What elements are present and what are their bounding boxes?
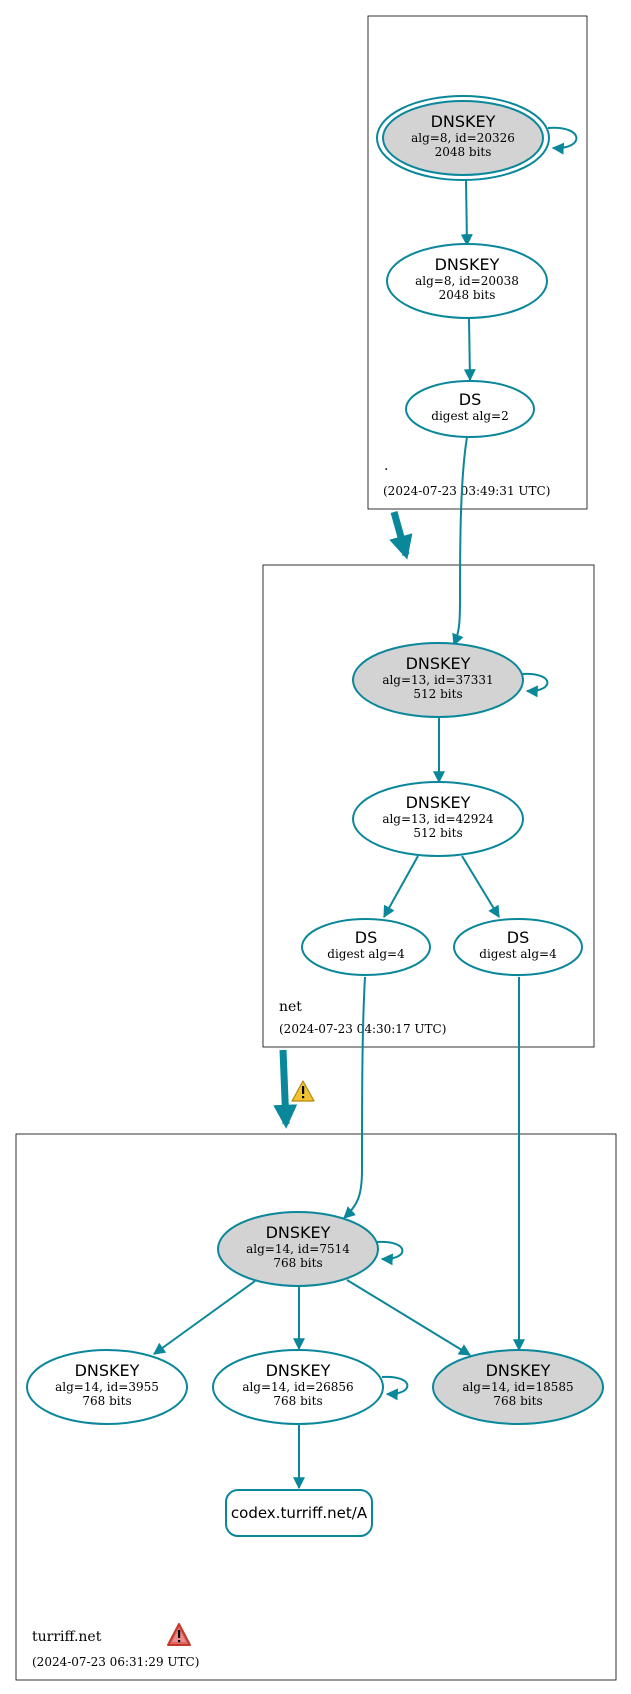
- node-tn-key-26856-line1: alg=14, id=26856: [242, 1380, 353, 1394]
- node-root-ds[interactable]: DS digest alg=2: [405, 380, 535, 438]
- node-tn-ksk-7514-line2: 768 bits: [273, 1256, 322, 1270]
- edge-root-zsk-to-ds: [463, 317, 476, 382]
- node-root-ksk[interactable]: DNSKEY alg=8, id=20326 2048 bits: [376, 95, 550, 181]
- edge-tn-ksk-to-3955: [153, 1280, 256, 1355]
- node-rrset-label: codex.turriff.net/A: [231, 1504, 368, 1522]
- zone-root-name: .: [384, 458, 388, 474]
- zone-net-name: net: [279, 999, 302, 1015]
- node-root-zsk-line2: 2048 bits: [439, 288, 496, 302]
- node-net-ksk-line2: 512 bits: [413, 687, 462, 701]
- edge-net-zsk-to-ds-right: [461, 855, 500, 919]
- node-tn-key-26856[interactable]: DNSKEY alg=14, id=26856 768 bits: [212, 1349, 384, 1425]
- node-tn-key-18585-title: DNSKEY: [486, 1361, 551, 1380]
- node-root-zsk[interactable]: DNSKEY alg=8, id=20038 2048 bits: [386, 243, 548, 319]
- node-tn-ksk-7514-title: DNSKEY: [266, 1223, 331, 1242]
- zone-turriff-name: turriff.net: [32, 1629, 102, 1645]
- node-tn-key-3955[interactable]: DNSKEY alg=14, id=3955 768 bits: [26, 1349, 188, 1425]
- node-root-ds-line1: digest alg=2: [431, 409, 508, 423]
- warning-icon[interactable]: [291, 1080, 315, 1102]
- node-root-ds-title: DS: [459, 390, 481, 409]
- node-tn-key-3955-line1: alg=14, id=3955: [55, 1380, 159, 1394]
- node-net-ksk[interactable]: DNSKEY alg=13, id=37331 512 bits: [352, 642, 524, 718]
- edge-net-zsk-to-ds-left: [383, 855, 419, 919]
- node-net-zsk-line2: 512 bits: [413, 826, 462, 840]
- delegation-arrow-root-to-net: [389, 511, 413, 560]
- node-rrset-codex-a[interactable]: codex.turriff.net/A: [225, 1489, 373, 1537]
- node-root-ksk-title: DNSKEY: [431, 112, 496, 131]
- zone-root-timestamp: (2024-07-23 03:49:31 UTC): [383, 484, 550, 498]
- self-loop-tn-ksk: [376, 1240, 404, 1266]
- error-icon[interactable]: [167, 1623, 191, 1646]
- zone-turriff-timestamp: (2024-07-23 06:31:29 UTC): [32, 1655, 199, 1669]
- self-loop-tn-26856: [381, 1375, 409, 1401]
- delegation-arrow-net-to-turriff: [273, 1049, 298, 1129]
- node-net-ds-right[interactable]: DS digest alg=4: [453, 918, 583, 976]
- node-root-zsk-line1: alg=8, id=20038: [415, 274, 519, 288]
- node-tn-key-18585-line2: 768 bits: [493, 1394, 542, 1408]
- node-net-ds-right-line1: digest alg=4: [479, 947, 557, 961]
- node-net-ds-left[interactable]: DS digest alg=4: [301, 918, 431, 976]
- node-tn-ksk-7514[interactable]: DNSKEY alg=14, id=7514 768 bits: [217, 1211, 379, 1287]
- node-net-zsk-line1: alg=13, id=42924: [382, 812, 494, 826]
- node-tn-key-3955-title: DNSKEY: [75, 1361, 140, 1380]
- edge-root-ds-to-net-ksk: [452, 436, 468, 647]
- node-tn-ksk-7514-line1: alg=14, id=7514: [246, 1242, 350, 1256]
- node-tn-key-26856-line2: 768 bits: [273, 1394, 322, 1408]
- edge-tn-ksk-to-18585: [346, 1279, 472, 1356]
- node-net-zsk-title: DNSKEY: [406, 793, 471, 812]
- node-tn-key-26856-title: DNSKEY: [266, 1361, 331, 1380]
- node-root-ksk-line1: alg=8, id=20326: [411, 131, 515, 145]
- node-net-ksk-title: DNSKEY: [406, 654, 471, 673]
- zone-root-box: [367, 15, 588, 510]
- node-net-ds-left-line1: digest alg=4: [327, 947, 405, 961]
- self-loop-root-ksk: [547, 126, 578, 155]
- node-root-zsk-title: DNSKEY: [435, 255, 500, 274]
- edge-net-ds-left-to-tn-ksk: [343, 976, 366, 1219]
- node-tn-key-18585-line1: alg=14, id=18585: [462, 1380, 573, 1394]
- node-tn-key-18585[interactable]: DNSKEY alg=14, id=18585 768 bits: [432, 1349, 604, 1425]
- node-tn-key-3955-line2: 768 bits: [82, 1394, 131, 1408]
- edge-root-ksk-to-zsk: [460, 179, 473, 247]
- self-loop-net-ksk: [521, 672, 549, 698]
- node-net-ds-right-title: DS: [507, 928, 529, 947]
- node-net-ds-left-title: DS: [355, 928, 377, 947]
- node-root-ksk-line2: 2048 bits: [435, 145, 492, 159]
- zone-net-box: [262, 564, 595, 1048]
- node-net-ksk-line1: alg=13, id=37331: [382, 673, 493, 687]
- zone-turriff-box: [15, 1133, 617, 1681]
- node-net-zsk[interactable]: DNSKEY alg=13, id=42924 512 bits: [352, 781, 524, 857]
